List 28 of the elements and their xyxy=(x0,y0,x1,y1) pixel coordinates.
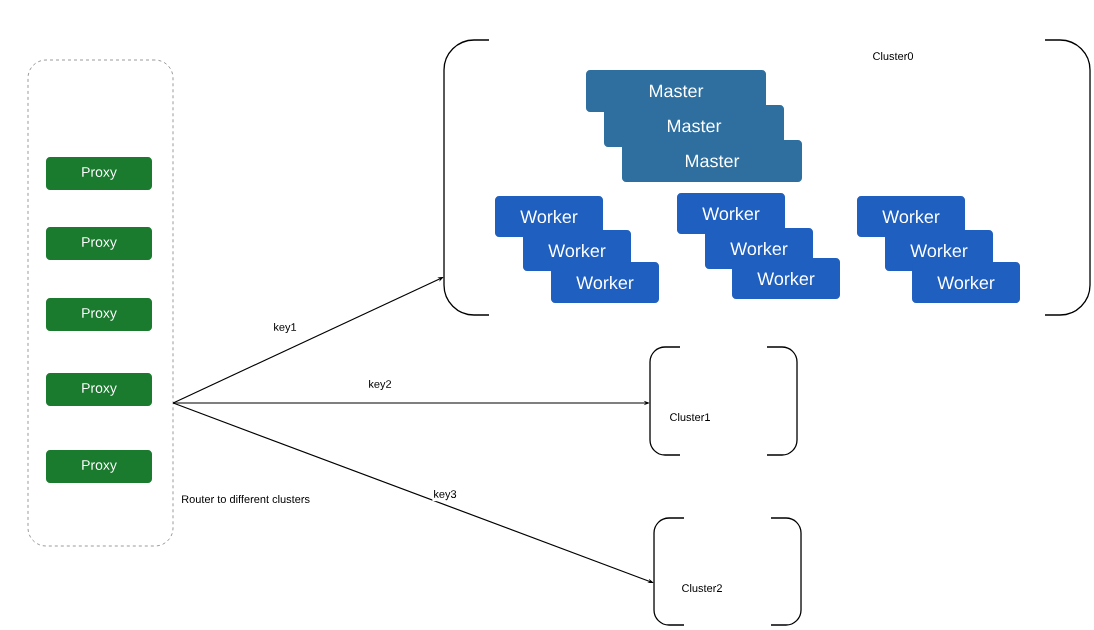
proxy-box: Proxy xyxy=(46,450,152,483)
node-label: Master xyxy=(649,84,704,98)
worker-box: Worker xyxy=(732,258,840,299)
node-label: Worker xyxy=(548,243,606,258)
proxy-box: Proxy xyxy=(46,157,152,190)
node-label: Master xyxy=(667,119,722,133)
proxy-box: Proxy xyxy=(46,227,152,260)
proxy-box: Proxy xyxy=(46,298,152,331)
node-label: Worker xyxy=(520,209,578,224)
node-label: Master xyxy=(685,154,740,168)
edge-label: key1 xyxy=(272,321,298,335)
node-label: Worker xyxy=(937,275,995,290)
dashed-group-box xyxy=(27,59,174,547)
worker-box: Worker xyxy=(912,262,1020,303)
node-label: Worker xyxy=(910,243,968,258)
node-label: Worker xyxy=(576,275,634,290)
proxy-box: Proxy xyxy=(46,373,152,406)
worker-box: Worker xyxy=(551,262,659,303)
master-box: Master xyxy=(622,140,802,182)
bracket-box: Cluster2 xyxy=(653,517,802,626)
edge-label: key3 xyxy=(432,488,458,502)
node-label: Worker xyxy=(882,209,940,224)
edge-label: key2 xyxy=(367,378,393,392)
bracket-box: Cluster1 xyxy=(649,346,798,456)
node-label: Worker xyxy=(702,206,760,221)
node-label: Worker xyxy=(730,241,788,256)
note-text: Router to different clusters xyxy=(180,493,311,505)
node-label: Worker xyxy=(757,271,815,286)
